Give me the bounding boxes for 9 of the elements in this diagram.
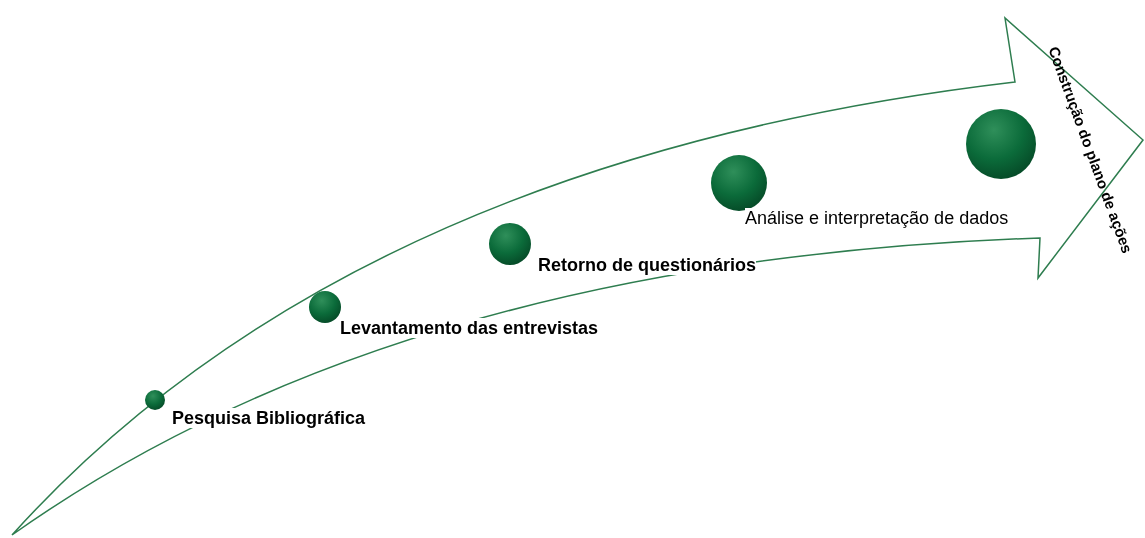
step-circle xyxy=(489,223,531,265)
step-label: Levantamento das entrevistas xyxy=(340,318,599,338)
step-circle xyxy=(966,109,1036,179)
step-label: Pesquisa Bibliográfica xyxy=(172,408,366,428)
step-circle xyxy=(711,155,767,211)
step-circle xyxy=(309,291,341,323)
step-label: Retorno de questionários xyxy=(538,255,757,275)
step-label: Análise e interpretação de dados xyxy=(745,208,1009,228)
step-circle xyxy=(145,390,165,410)
